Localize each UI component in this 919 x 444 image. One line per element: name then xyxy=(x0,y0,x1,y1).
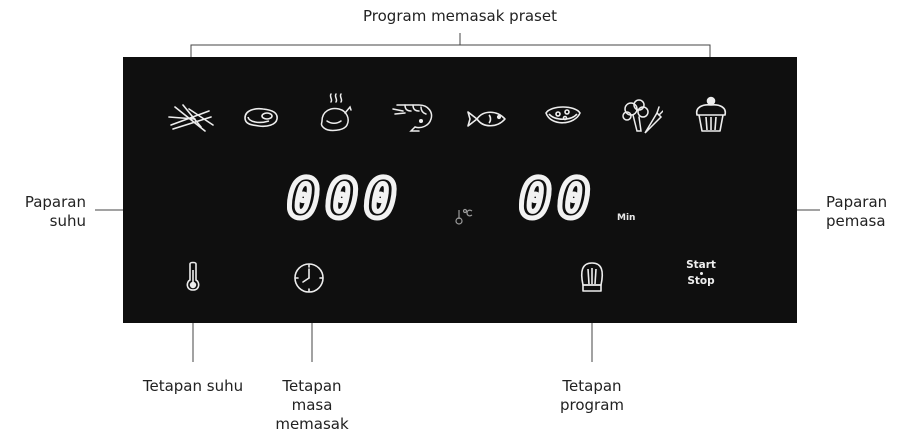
temp-setting-label: Tetapan suhu xyxy=(142,377,244,395)
time-setting-label-line1: Tetapan xyxy=(282,377,342,395)
vegetables-icon[interactable] xyxy=(619,97,663,137)
fish-icon[interactable] xyxy=(465,107,509,131)
start-label: Start xyxy=(686,259,716,271)
shrimp-icon[interactable] xyxy=(391,99,437,133)
program-setting-label-line1: Tetapan xyxy=(562,377,622,395)
timer-display-label-line2: pemasa xyxy=(826,212,886,230)
timer-display: 00 xyxy=(519,173,596,223)
chicken-icon[interactable] xyxy=(317,91,353,135)
timer-display-label: Paparan pemasa xyxy=(826,193,916,231)
time-setting-label: Tetapan masa memasak xyxy=(262,377,362,434)
cupcake-icon[interactable] xyxy=(691,93,731,137)
control-panel: 000 00 Min Star xyxy=(123,57,797,323)
pizza-icon[interactable] xyxy=(543,103,583,131)
temp-display-label-line2: suhu xyxy=(49,212,86,230)
time-setting-clock-icon[interactable] xyxy=(292,261,326,295)
start-stop-button[interactable]: Start Stop xyxy=(676,260,726,287)
temperature-display: 000 xyxy=(287,173,403,223)
program-setting-label: Tetapan program xyxy=(542,377,642,415)
celsius-thermometer-icon xyxy=(455,208,473,225)
timer-digits: 00 xyxy=(519,173,596,223)
temp-display-label-line1: Paparan xyxy=(24,193,86,211)
temp-display-label: Paparan suhu xyxy=(0,193,86,231)
timer-display-label-line1: Paparan xyxy=(826,193,888,211)
time-setting-label-line2: masa xyxy=(291,396,333,414)
start-stop-separator-dot xyxy=(699,272,703,275)
preset-programs-label: Program memasak praset xyxy=(363,7,557,25)
stop-label: Stop xyxy=(687,275,715,287)
temperature-setting-thermometer-icon[interactable] xyxy=(182,260,204,294)
fries-icon[interactable] xyxy=(165,99,217,135)
temperature-digits: 000 xyxy=(287,173,403,223)
time-setting-label-line3: memasak xyxy=(275,415,349,433)
program-setting-label-line2: program xyxy=(559,396,625,414)
steak-icon[interactable] xyxy=(241,105,281,131)
timer-unit: Min xyxy=(617,213,636,223)
program-setting-chef-hat-icon[interactable] xyxy=(578,259,606,295)
